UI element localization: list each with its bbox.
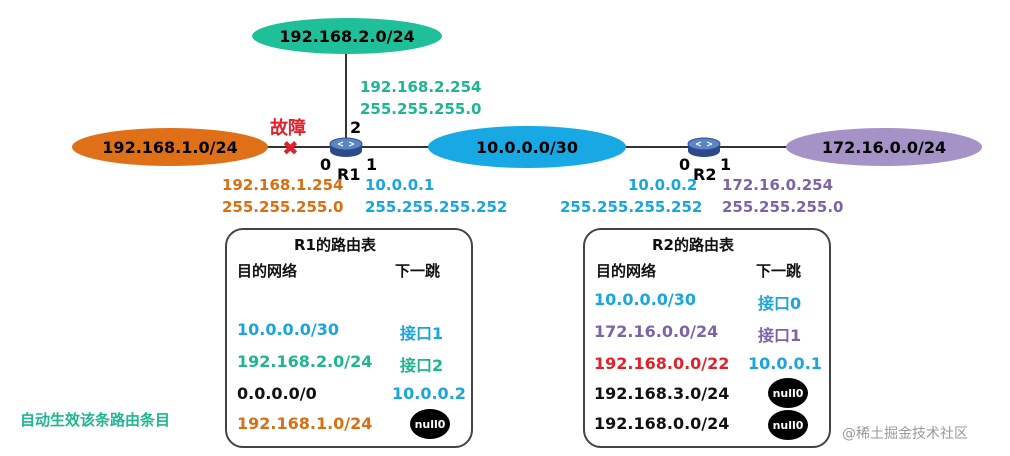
r1-null0-badge: null0	[410, 409, 450, 439]
r1-port2: 2	[350, 118, 362, 137]
r2-row-dest: 192.168.0.0/22	[594, 354, 730, 373]
r2-row-next: null0	[772, 386, 804, 400]
network-label: 10.0.0.0/30	[475, 137, 578, 157]
fault-label: 故障	[270, 118, 306, 139]
r1-row-dest: 10.0.0.0/30	[237, 320, 340, 339]
link-net10-r2	[620, 146, 700, 148]
r1-if1-ip: 10.0.0.1	[365, 176, 435, 194]
r1-col-next: 下一跳	[395, 262, 441, 280]
link-r1-net10	[346, 146, 436, 148]
r1-if0-mask: 255.255.255.0	[222, 198, 344, 216]
r2-port1: 1	[720, 155, 732, 174]
network-172-16-0: 172.16.0.0/24	[786, 128, 982, 166]
fault-x-icon: ✖	[282, 136, 299, 160]
r2-row-next: 10.0.0.1	[748, 354, 822, 373]
r1-port0: 0	[320, 155, 332, 174]
r1-table-title: R1的路由表	[294, 236, 376, 254]
r1-if2-mask: 255.255.255.0	[360, 100, 482, 118]
r1-row-next: 接口1	[400, 324, 444, 343]
link-r1-net2	[345, 44, 347, 144]
network-label: 192.168.1.0/24	[102, 137, 238, 157]
router-r1-icon	[329, 137, 363, 157]
r2-row-dest: 10.0.0.0/30	[594, 290, 697, 309]
r1-if0-ip: 192.168.1.254	[222, 176, 344, 194]
network-192-168-1: 192.168.1.0/24	[72, 128, 268, 166]
r2-col-next: 下一跳	[756, 262, 802, 280]
r2-null0-badge: null0	[768, 410, 808, 440]
r2-row-next: 接口0	[758, 294, 802, 313]
r2-port0: 0	[679, 155, 691, 174]
link-r2-net172	[700, 146, 795, 148]
r1-row-next: 10.0.0.2	[392, 384, 466, 403]
r2-row-dest: 192.168.0.0/24	[594, 414, 730, 433]
r1-label: R1	[337, 165, 361, 184]
router-r2-icon	[687, 137, 721, 157]
r2-row-dest: 192.168.3.0/24	[594, 384, 730, 403]
r2-row-next: 接口1	[758, 326, 802, 345]
r2-row-next: null0	[772, 418, 804, 432]
r1-row-dest: 0.0.0.0/0	[237, 384, 317, 403]
network-label: 172.16.0.0/24	[821, 137, 947, 157]
r2-if1-mask: 255.255.255.0	[722, 198, 844, 216]
r1-row-next: 接口2	[400, 356, 444, 375]
r1-row-dest: 192.168.1.0/24	[237, 414, 373, 433]
r2-null0-badge: null0	[768, 378, 808, 408]
r1-if1-mask: 255.255.255.252	[365, 198, 508, 216]
r2-label: R2	[693, 165, 717, 184]
r1-port1: 1	[366, 155, 378, 174]
auto-route-note: 自动生效该条路由条目	[20, 411, 171, 429]
watermark: @稀土掘金技术社区	[842, 426, 968, 442]
r2-if0-mask: 255.255.255.252	[560, 198, 703, 216]
r2-if1-ip: 172.16.0.254	[722, 176, 834, 194]
link-net1-r1	[258, 146, 348, 148]
r2-if0-ip: 10.0.0.2	[628, 176, 698, 194]
r2-row-dest: 172.16.0.0/24	[594, 322, 719, 341]
r2-col-dest: 目的网络	[596, 262, 657, 280]
r1-col-dest: 目的网络	[237, 262, 298, 280]
r1-row-dest: 192.168.2.0/24	[237, 352, 373, 371]
network-label: 192.168.2.0/24	[279, 26, 415, 46]
network-192-168-2: 192.168.2.0/24	[252, 18, 442, 54]
r1-row-next: null0	[414, 417, 446, 431]
r1-if2-ip: 192.168.2.254	[360, 78, 482, 96]
network-10-0-0-0: 10.0.0.0/30	[428, 126, 626, 168]
r2-table-title: R2的路由表	[652, 236, 734, 254]
